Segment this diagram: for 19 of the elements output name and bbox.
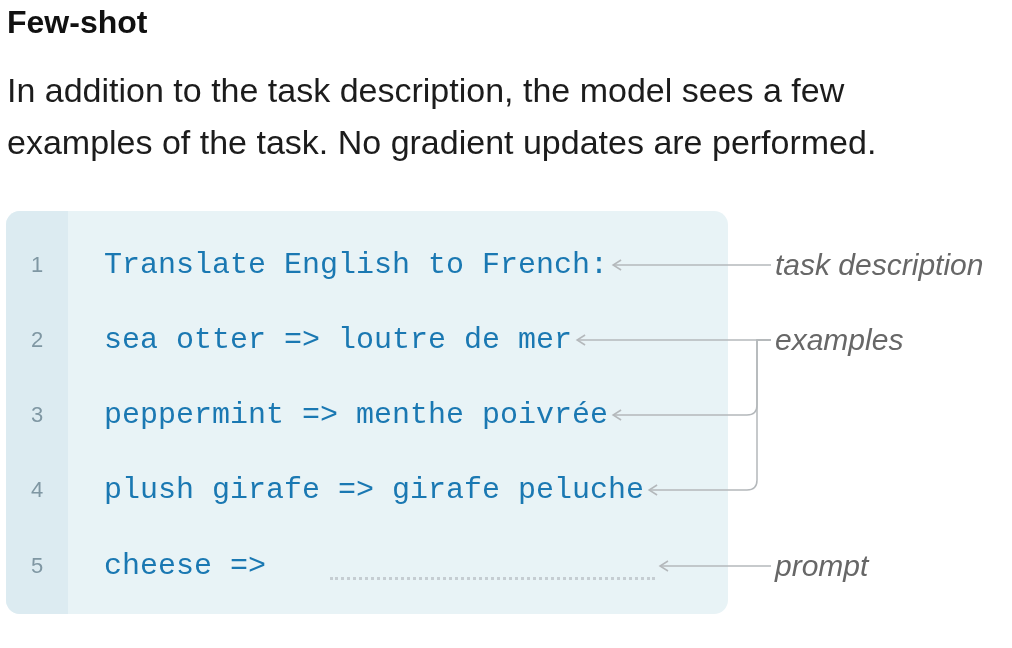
line-number: 5 xyxy=(31,553,44,579)
description-text: In addition to the task description, the model sees a few examples of the task. No gradient updates are performed. xyxy=(7,70,878,163)
heading: Few-shot xyxy=(7,4,148,40)
leader-arrow xyxy=(659,560,772,572)
line-number: 3 xyxy=(31,402,44,428)
line-number: 4 xyxy=(31,477,44,503)
annotation-label: prompt xyxy=(775,548,869,584)
code-line: cheese => xyxy=(104,549,267,583)
annotation-label: task description xyxy=(775,247,984,283)
line-number: 1 xyxy=(31,252,44,278)
line-number: 2 xyxy=(31,327,44,353)
leader-arrow xyxy=(612,259,772,271)
code-line: Translate English to French: xyxy=(104,248,609,282)
code-line: plush girafe => girafe peluche xyxy=(104,473,645,507)
annotation-label: examples xyxy=(775,322,904,358)
leader-arrow xyxy=(648,339,772,496)
code-line: sea otter => loutre de mer xyxy=(104,323,573,357)
code-line: peppermint => menthe poivrée xyxy=(104,398,609,432)
code-panel xyxy=(6,211,728,614)
